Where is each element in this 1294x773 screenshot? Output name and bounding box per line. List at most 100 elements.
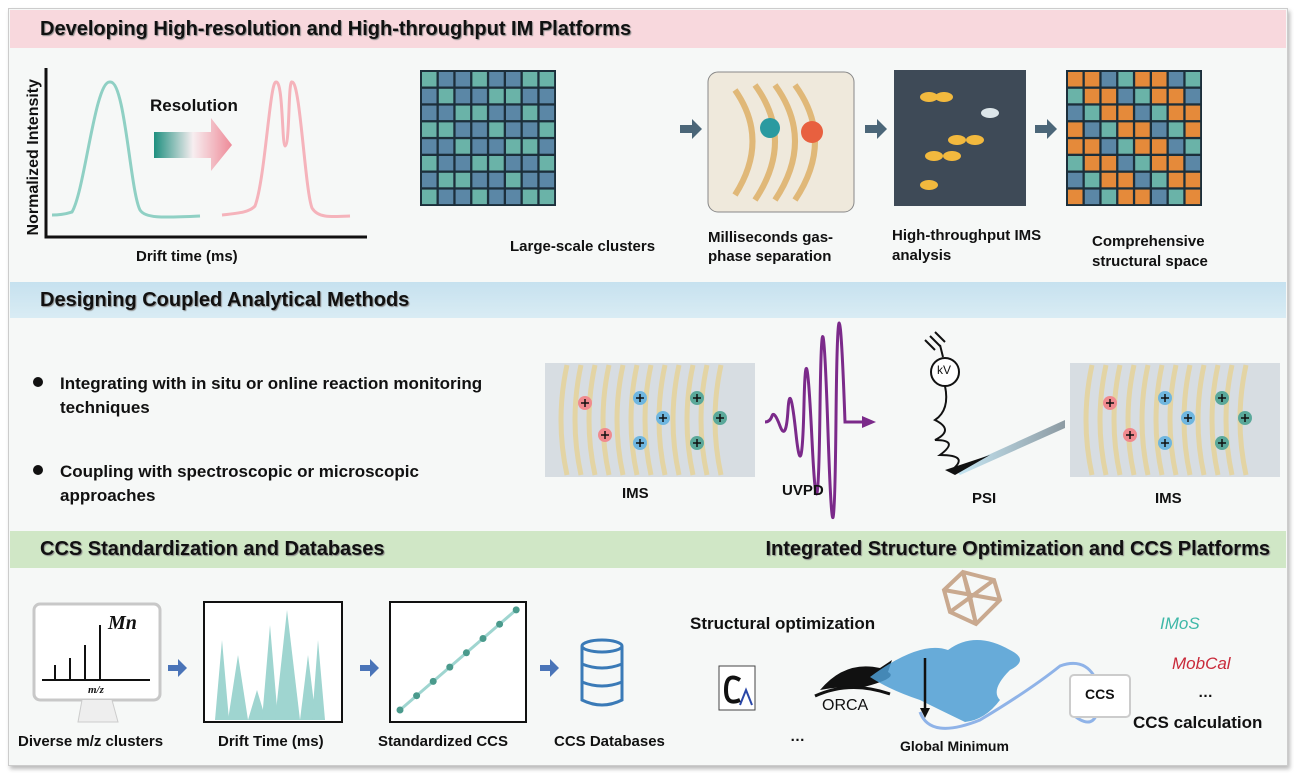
grid-cell	[539, 88, 555, 104]
grid-cell	[438, 72, 454, 87]
uvpd-label: UVPD	[782, 482, 824, 499]
ims-label: IMS	[1155, 490, 1182, 507]
step-label: Milliseconds gas-phase separation	[708, 229, 834, 265]
grid-cell	[506, 156, 521, 171]
grid-cell	[522, 189, 538, 205]
plus-icon	[1218, 394, 1226, 402]
grid-cell	[1152, 88, 1167, 104]
grid-cell	[522, 105, 538, 121]
step-label: Drift Time (ms)	[218, 733, 324, 750]
electrode-ring	[1083, 364, 1095, 476]
grid-cell	[1101, 72, 1117, 87]
flow-arrows	[680, 119, 1057, 139]
grid-cell	[489, 88, 504, 104]
grid-cell	[1101, 139, 1117, 154]
step-label: CCS Databases	[554, 733, 665, 750]
grid-cell	[1185, 72, 1201, 87]
data-point	[396, 706, 404, 714]
grid-cell	[1084, 105, 1100, 121]
electrode-ring	[600, 364, 612, 476]
grid-cell	[1168, 139, 1184, 154]
plus-icon	[601, 431, 609, 439]
electrode-ring	[1111, 364, 1123, 476]
grid-cell	[422, 139, 437, 154]
grid-cell	[489, 172, 504, 188]
plus-icon	[693, 439, 701, 447]
flow-arrows	[168, 659, 559, 677]
data-point	[462, 649, 470, 657]
drift-plot	[44, 68, 367, 239]
plus-icon	[1241, 414, 1249, 422]
grid-cell	[1152, 139, 1167, 154]
grid-cell	[438, 88, 454, 104]
grid-cell	[472, 122, 487, 137]
grid-cell	[1135, 172, 1150, 188]
grid-cell	[1084, 139, 1100, 154]
section-title: Developing High-resolution and High-thro…	[40, 17, 632, 40]
mass-spectrum-monitor	[32, 602, 162, 723]
drift-time-plot	[203, 601, 343, 723]
grid-cell	[1084, 122, 1100, 137]
grid-cell	[1101, 88, 1117, 104]
grid-cell	[1101, 172, 1117, 188]
step-label: Large-scale clusters	[510, 238, 656, 255]
grid-cell	[1118, 139, 1133, 154]
grid-cell	[1084, 156, 1100, 171]
grid-cell	[506, 172, 521, 188]
grid-cell	[438, 105, 454, 121]
grid-cell	[1084, 72, 1100, 87]
grid-cell	[1068, 72, 1083, 87]
grid-cell	[1152, 122, 1167, 137]
grid-cell	[522, 88, 538, 104]
plus-icon	[636, 439, 644, 447]
grid-cell	[522, 72, 538, 87]
grid-cell	[489, 122, 504, 137]
plus-icon	[693, 394, 701, 402]
grid-cell	[1185, 156, 1201, 171]
mn-label: Mn	[108, 612, 137, 634]
grid-cell	[422, 122, 437, 137]
grid-cell	[472, 172, 487, 188]
grid-cell	[1118, 105, 1133, 121]
step-label: Comprehensive structural space	[1092, 233, 1208, 270]
grid-cell	[489, 72, 504, 87]
global-minimum-label: Global Minimum	[900, 738, 1009, 754]
grid-cell	[1118, 88, 1133, 104]
resolution-label: Resolution	[150, 96, 238, 115]
structural-optimization-label: Structural optimization	[690, 614, 876, 633]
electrode-ring	[614, 364, 626, 476]
grid-cell	[1168, 72, 1184, 87]
grid-cell	[1152, 105, 1167, 121]
grid-cell	[1084, 88, 1100, 104]
step-label: Standardized CCS	[378, 733, 509, 750]
bullet-text: Integrating with in situ or online react…	[60, 374, 483, 417]
grid-cell	[455, 139, 471, 154]
electrode-ring	[572, 364, 584, 476]
energy-surface	[870, 640, 1102, 730]
psi-label: PSI	[972, 490, 997, 507]
grid-cell	[522, 156, 538, 171]
grid-cell	[1185, 189, 1201, 205]
section-banner-platforms: Developing High-resolution and High-thro…	[10, 10, 1286, 48]
plus-icon	[659, 414, 667, 422]
plus-icon	[1218, 439, 1226, 447]
electrode-ring	[1209, 364, 1221, 476]
data-point	[479, 635, 487, 642]
grid-cell	[455, 72, 471, 87]
structural-space-grid	[1066, 70, 1202, 206]
database-icon	[580, 638, 624, 707]
grid-cell	[1101, 156, 1117, 171]
grid-cell	[438, 172, 454, 188]
grid-cell	[472, 189, 487, 205]
grid-cell	[539, 122, 555, 137]
electrode-ring	[586, 364, 598, 476]
grid-cell	[489, 189, 504, 205]
electrode-ring	[684, 364, 696, 476]
grid-cell	[1118, 172, 1133, 188]
grid-cell	[1101, 122, 1117, 137]
grid-cell	[489, 105, 504, 121]
grid-cell	[455, 122, 471, 137]
grid-cell	[1185, 122, 1201, 137]
